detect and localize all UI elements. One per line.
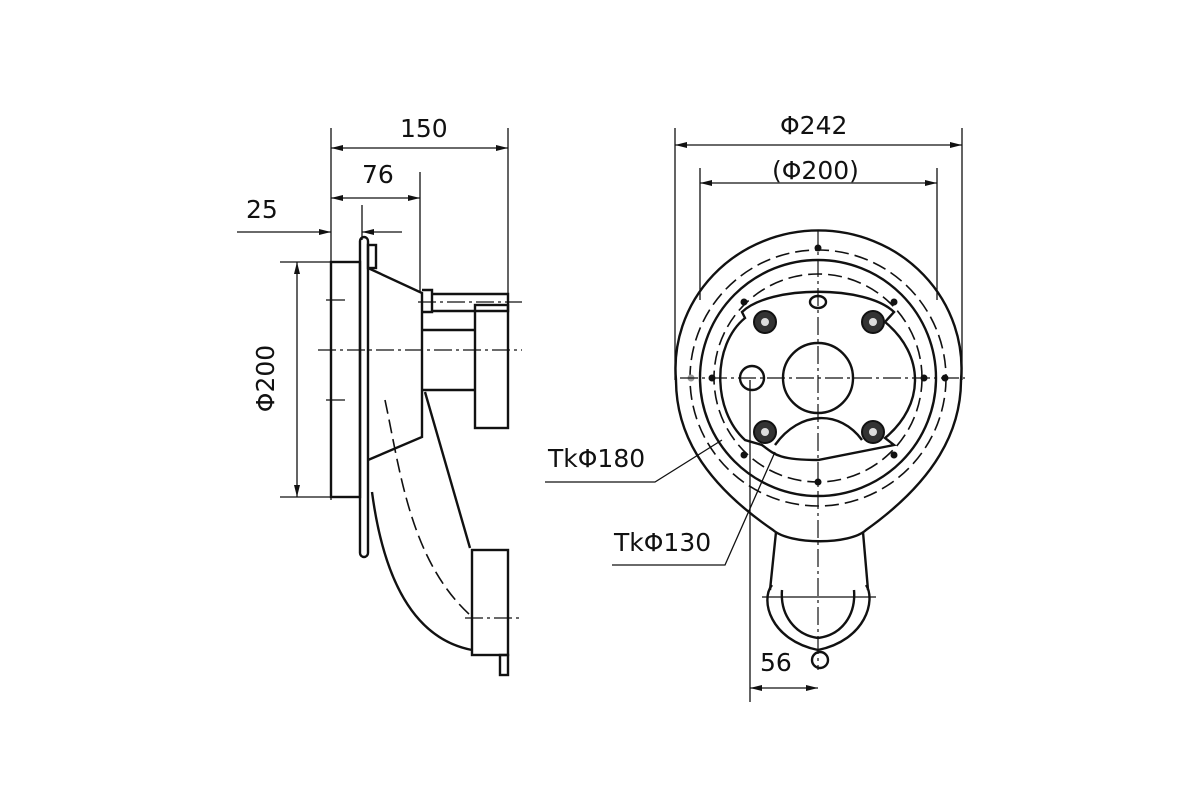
dimension-diameter-label: Φ200: [251, 344, 281, 413]
threaded-stud: [422, 288, 510, 314]
outlet-loop-inner: [780, 589, 856, 640]
outlet-cap: [473, 303, 510, 430]
dimension-242-label: Φ242: [780, 111, 848, 140]
lower-outlet-cap: [470, 548, 510, 657]
flange-tab: [366, 243, 378, 270]
inner-plate: [719, 290, 917, 462]
outlet-loop-outer: [766, 584, 871, 652]
pipe-centerline: [384, 399, 471, 616]
dimension-25-label: 25: [246, 195, 278, 224]
drain-body: [367, 266, 424, 462]
outlet-neck: [768, 531, 870, 591]
inner-arc: [774, 416, 863, 446]
bolts: [753, 310, 885, 444]
dimension-76-label: 76: [362, 160, 394, 189]
tk130-label: TkΦ130: [614, 528, 712, 557]
dimension-150-label: 150: [400, 114, 448, 143]
dimension-200-label: (Φ200): [772, 156, 859, 185]
pipe-inner: [370, 491, 473, 652]
flange-plate: [358, 235, 370, 559]
tk180-label: TkΦ180: [548, 444, 646, 473]
outlet-tube: [422, 328, 475, 392]
dimension-56-label: 56: [760, 648, 792, 677]
side-view: [237, 128, 522, 677]
lower-tab: [498, 653, 510, 677]
leader-tk130: [612, 451, 776, 566]
front-view: [545, 128, 965, 702]
flange-ring: [329, 260, 362, 499]
outlet-tab: [810, 650, 830, 670]
leader-tk180: [545, 439, 723, 483]
outer-body: [674, 229, 963, 543]
pipe-outer: [423, 391, 472, 549]
